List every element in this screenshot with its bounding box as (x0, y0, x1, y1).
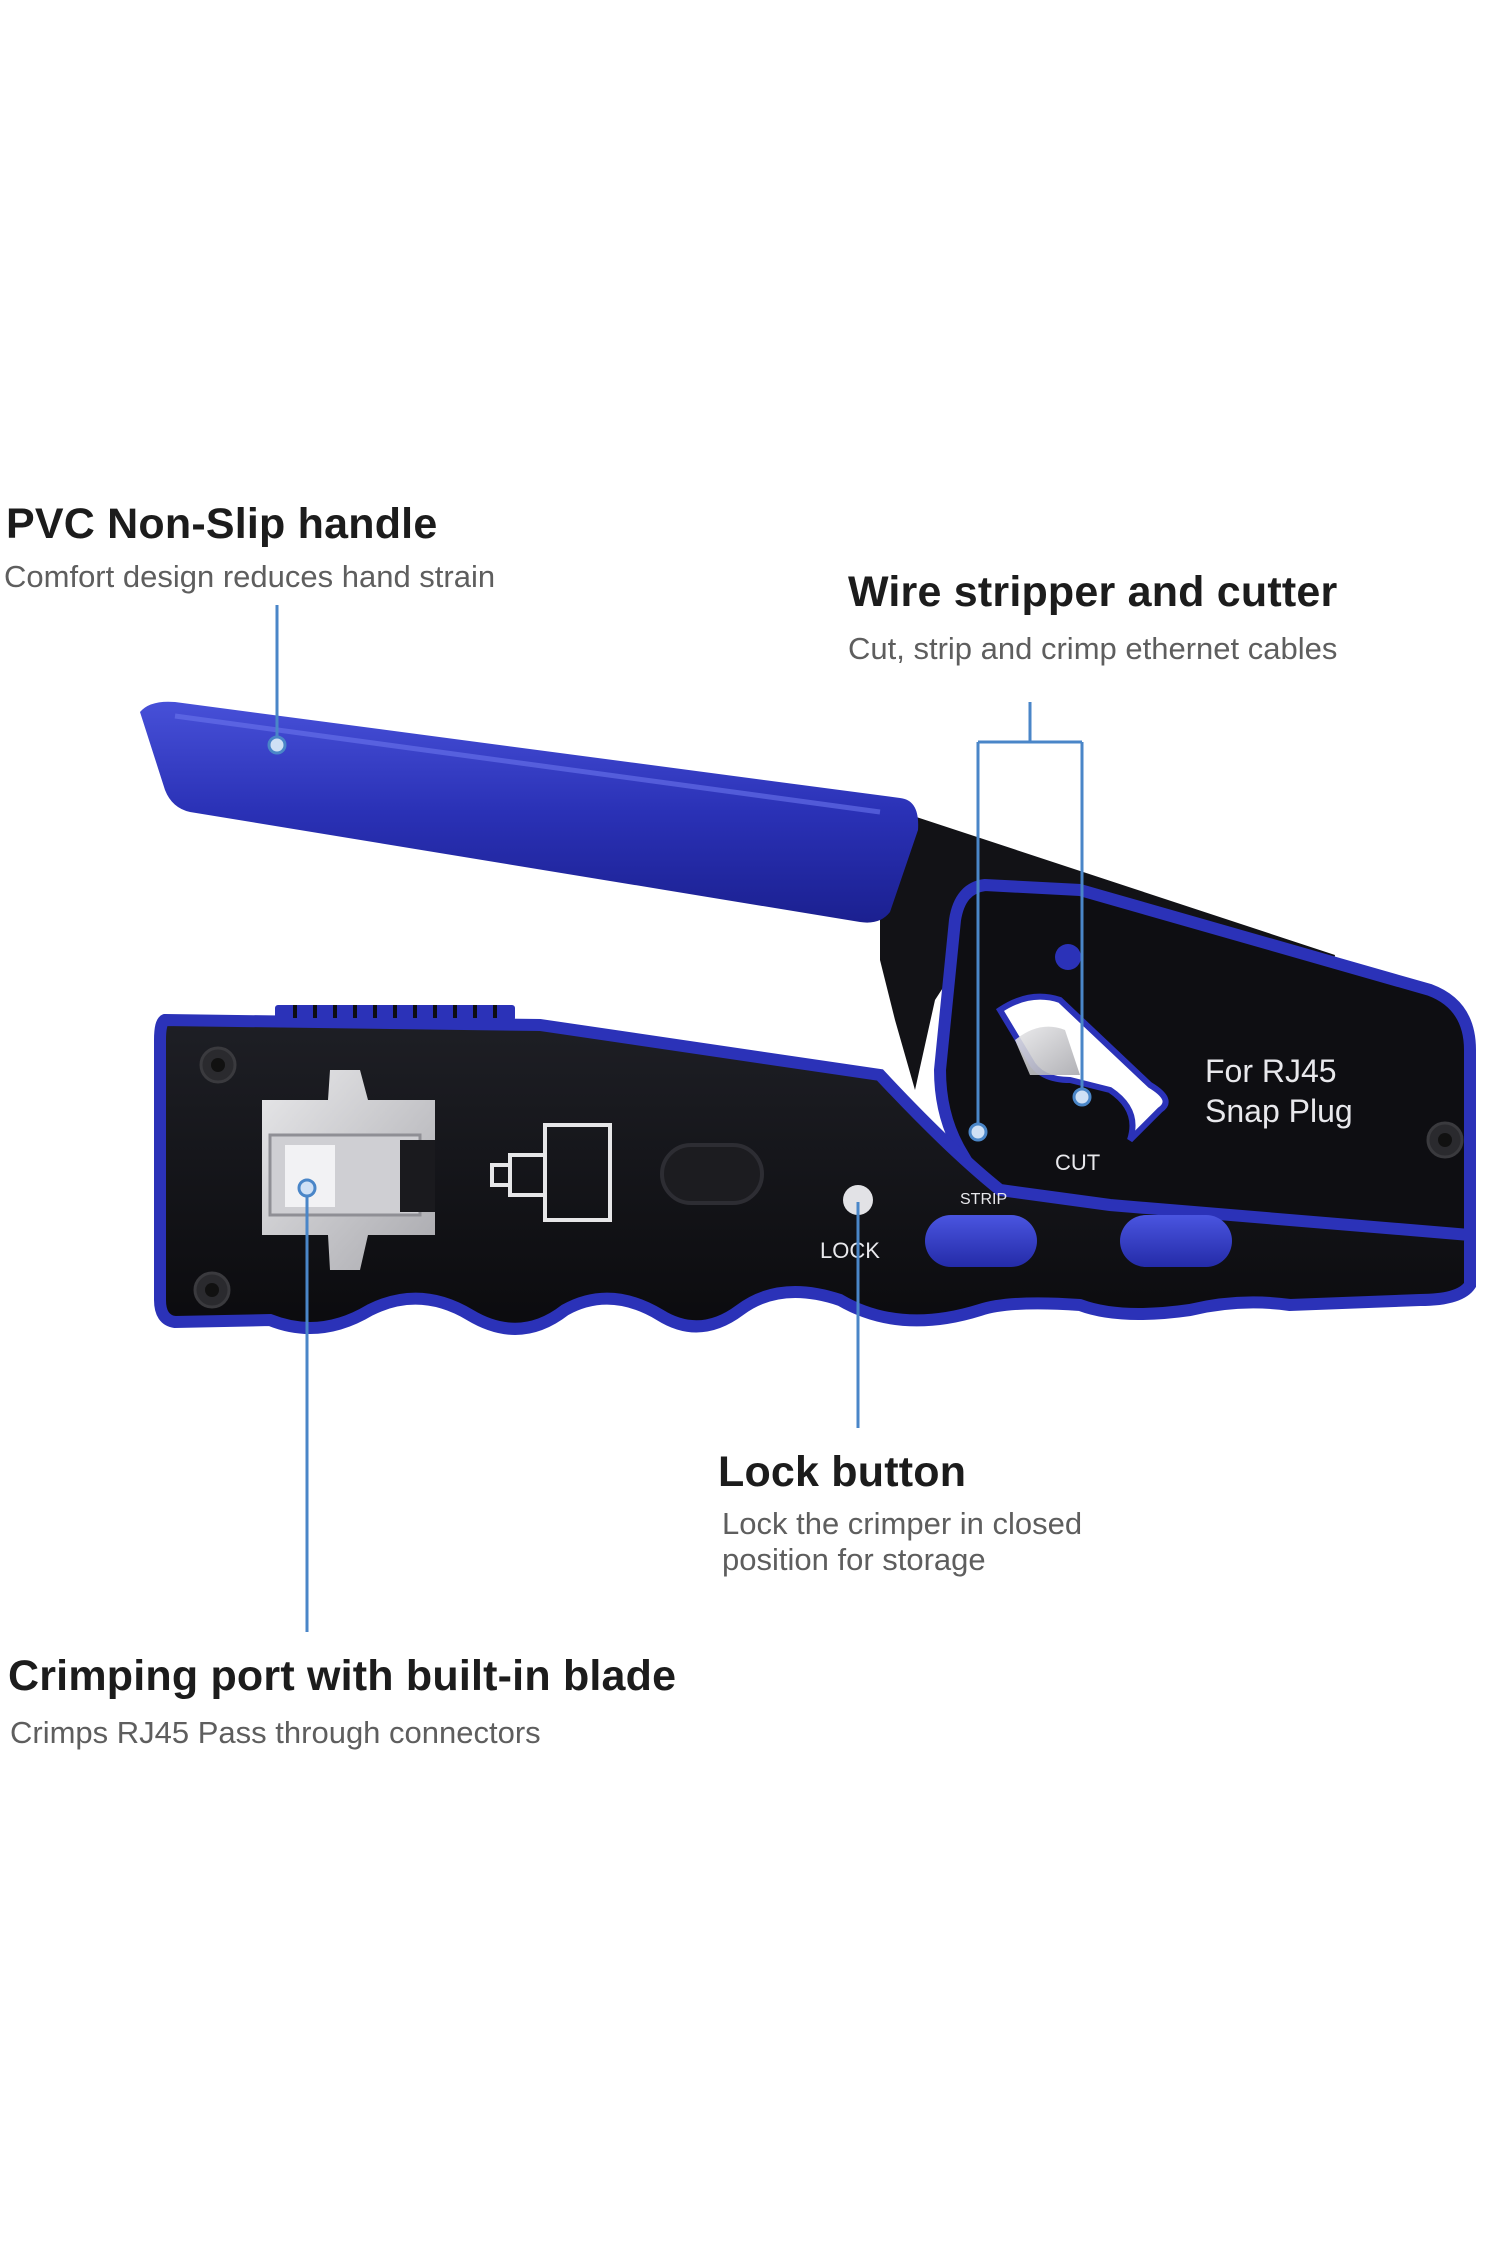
strip-label: STRIP (960, 1191, 1007, 1208)
stripper-callout-desc: Cut, strip and crimp ethernet cables (848, 631, 1338, 666)
stripper-pin (1055, 944, 1081, 970)
lock-label: LOCK (820, 1238, 880, 1263)
slider-button (660, 1143, 764, 1205)
stripper-callout-title: Wire stripper and cutter (848, 568, 1338, 616)
lock-button-icon (843, 1185, 873, 1215)
upper-handle-grip (140, 701, 919, 923)
cutter-blade-metal (1015, 1026, 1080, 1075)
screw-icon (199, 1046, 237, 1084)
crimping-port (262, 1070, 435, 1270)
lock-callout-title: Lock button (718, 1448, 967, 1496)
handle-callout-desc: Comfort design reduces hand strain (4, 559, 496, 594)
tool-label-line1: For RJ45 (1205, 1053, 1337, 1089)
cut-label: CUT (1055, 1150, 1100, 1175)
strip-slot (925, 1215, 1037, 1267)
screw-icon (193, 1271, 231, 1309)
crimp-callout-desc: Crimps RJ45 Pass through connectors (10, 1715, 541, 1750)
rj45-port-outline (490, 1123, 612, 1222)
handle-callout-title: PVC Non-Slip handle (6, 500, 438, 548)
tool-label-line2: Snap Plug (1205, 1093, 1353, 1129)
lock-callout-desc-line1: Lock the crimper in closed (722, 1506, 1083, 1541)
slot (1120, 1215, 1232, 1267)
screw-icon (1426, 1121, 1464, 1159)
leader-dots (267, 735, 1092, 1198)
upper-jaw (880, 805, 1335, 1090)
leader-lines (275, 605, 1084, 1632)
grip-ridge-lines (293, 1005, 497, 1018)
lock-callout-desc-line2: position for storage (722, 1542, 986, 1577)
crimp-callout-title: Crimping port with built-in blade (8, 1652, 677, 1700)
upper-handle-highlight (174, 713, 881, 815)
